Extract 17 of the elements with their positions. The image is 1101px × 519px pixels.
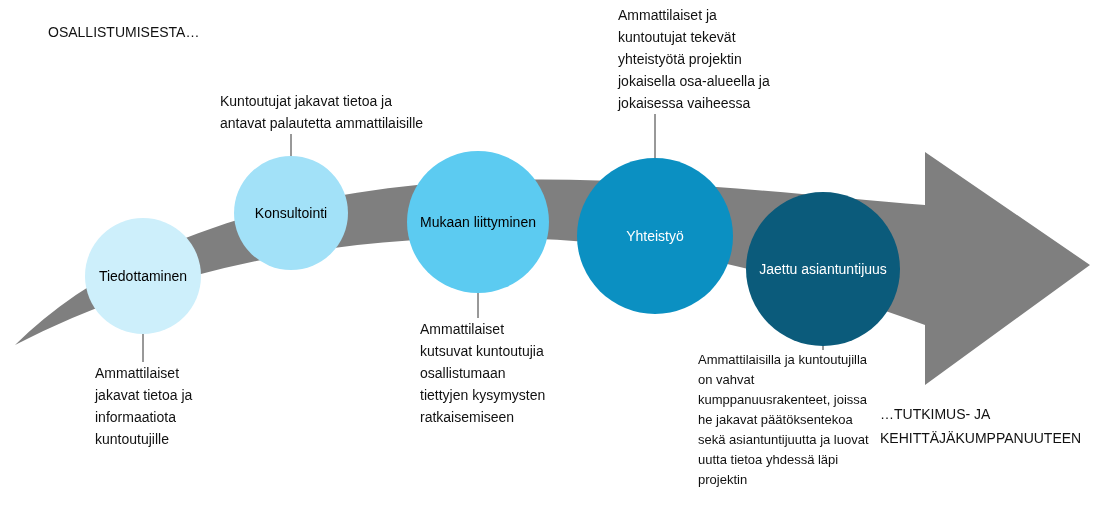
leader-line <box>822 345 824 351</box>
leader-line <box>290 133 292 157</box>
leader-line <box>142 333 144 363</box>
description-text: Ammattilaisilla ja kuntoutujilla on vahvat kumppanuusrakenteet, joissa he jakavat päätöksentekoa sekä asiantuntijuutta ja luovat uutta tietoa yhdessä läpi projektin <box>698 350 874 490</box>
leader-line <box>477 292 479 319</box>
leader-line <box>654 113 656 159</box>
stage-name: Tiedottaminen <box>98 267 188 286</box>
stage-heading: OSALLISTUMISESTA… <box>48 23 201 42</box>
stage-name: Jaettu asiantuntijuus <box>759 260 887 279</box>
stage-name: Mukaan liittyminen <box>420 213 536 232</box>
description-text: Kuntoutujat jakavat tietoa ja antavat palautetta ammattilaisille <box>220 90 435 134</box>
description-text: Ammattilaiset ja kuntoutujat tekevät yhteistyötä projektin jokaisella osa-alueella ja jokaisessa vaiheessa <box>618 4 788 114</box>
stage-name: Yhteistyö <box>626 227 684 246</box>
description-text: Ammattilaiset kutsuvat kuntoutujia osallistumaan tiettyjen kysymysten ratkaisemiseen <box>420 318 555 428</box>
description-text: Ammattilaiset jakavat tietoa ja informaatiota kuntoutujille <box>95 362 220 450</box>
stage-name: Konsultointi <box>254 204 328 223</box>
stage-heading: …TUTKIMUS- JA KEHITTÄJÄKUMPPANUUTEEN <box>880 405 1083 448</box>
